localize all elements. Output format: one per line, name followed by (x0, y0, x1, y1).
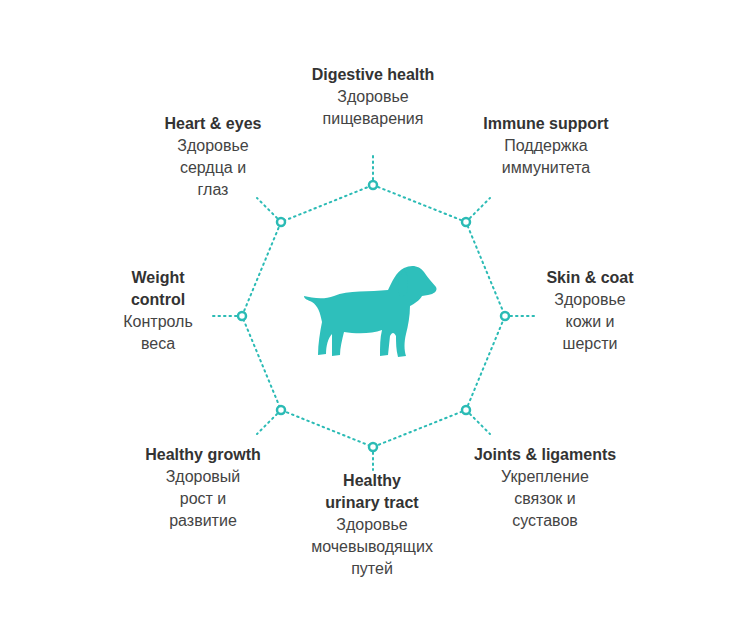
benefit-title: Skin & coat (520, 267, 660, 289)
benefit-title: Joints & ligaments (450, 444, 640, 466)
dotted-lines (212, 152, 536, 470)
benefit-title: Immune support (456, 113, 636, 135)
benefit-subtitle: Здоровье мочевыводящих путей (297, 514, 447, 580)
benefit-subtitle: Поддержка иммунитета (484, 135, 608, 179)
puppy-silhouette (304, 266, 437, 357)
benefit-subtitle: Здоровье пищеварения (308, 86, 438, 130)
puppy-ear (398, 270, 408, 297)
benefit-title: Weight control (113, 267, 203, 311)
node-dots (238, 181, 509, 451)
benefit-title: Healthy growth (118, 444, 288, 466)
benefit-subtitle: Контроль веса (116, 311, 200, 355)
benefit-title: Digestive health (263, 64, 483, 86)
benefit-title: Heart & eyes (133, 113, 293, 135)
benefit-subtitle: Здоровье сердца и глаз (171, 135, 255, 201)
benefit-title: Healthy urinary tract (317, 470, 427, 514)
benefit-subtitle: Здоровье кожи и шерсти (550, 289, 630, 355)
benefit-subtitle: Укрепление связок и суставов (489, 466, 601, 532)
benefit-subtitle: Здоровый рост и развитие (155, 466, 251, 532)
